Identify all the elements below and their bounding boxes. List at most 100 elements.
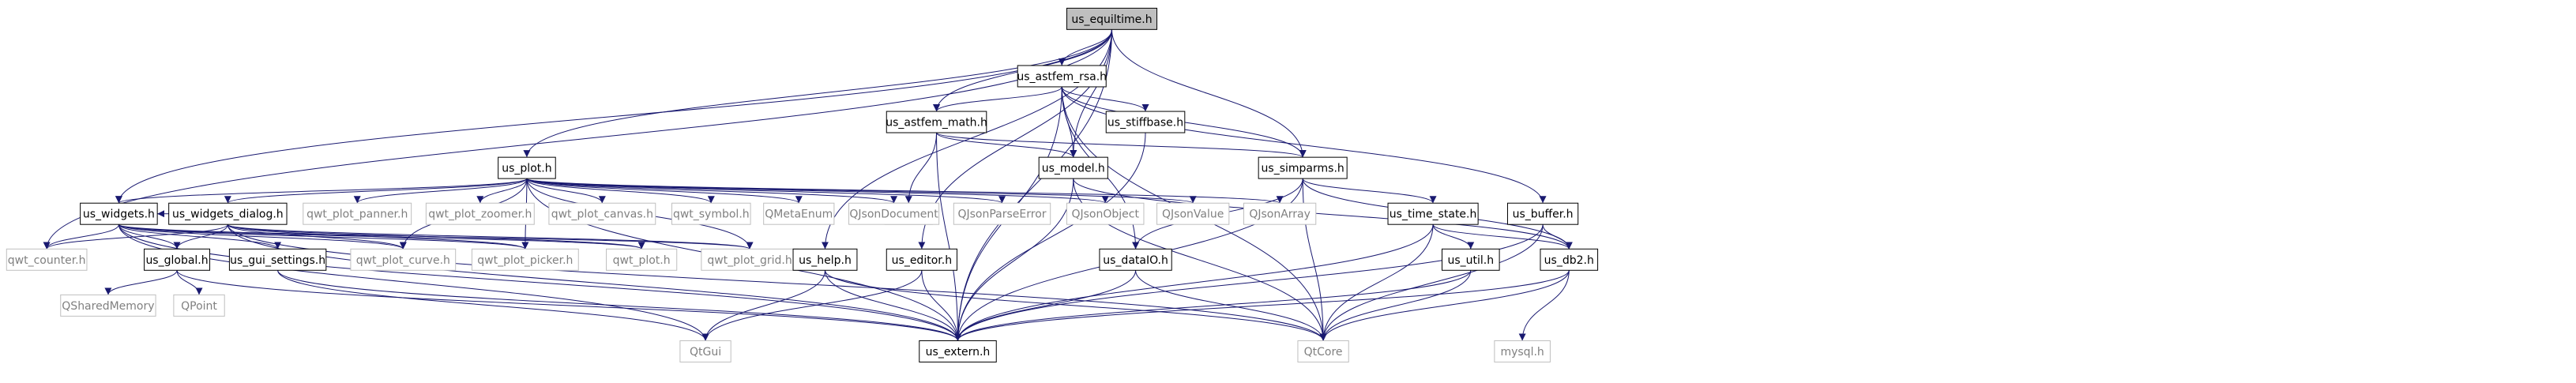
edge-us_buffer-to-QtCore <box>1319 224 1544 341</box>
edge-us_global-to-QSharedMemory <box>104 270 178 295</box>
node-us_buffer[interactable]: us_buffer.h <box>1506 202 1579 225</box>
node-box <box>1099 248 1172 271</box>
node-box <box>6 248 88 271</box>
node-us_time_state[interactable]: us_time_state.h <box>1387 202 1479 225</box>
edge-us_astfem_rsa-to-us_buffer <box>1061 86 1547 204</box>
edge-us_editor-to-us_extern <box>921 270 961 341</box>
node-label: us_editor.h <box>892 254 952 267</box>
node-us_widgets[interactable]: us_widgets.h <box>80 202 158 225</box>
node-box <box>953 202 1051 225</box>
node-box <box>425 202 535 225</box>
node-qwt_plot_curve: qwt_plot_curve.h <box>350 248 457 271</box>
node-us_extern[interactable]: us_extern.h <box>919 340 997 362</box>
node-us_astfem_rsa[interactable]: us_astfem_rsa.h <box>1017 65 1107 88</box>
node-box <box>886 111 987 133</box>
edge-us_widgets-to-qwt_counter <box>43 224 119 250</box>
node-qwt_plot_picker: qwt_plot_picker.h <box>471 248 579 271</box>
node-label: us_extern.h <box>926 346 991 359</box>
node-box <box>1066 7 1158 30</box>
node-us_dataIO[interactable]: us_dataIO.h <box>1099 248 1172 271</box>
node-label: qwt_plot_zoomer.h <box>428 208 532 221</box>
node-label: us_astfem_rsa.h <box>1017 70 1107 83</box>
edge-us_widgets-to-qwt_plot_curve <box>118 223 407 250</box>
node-label: QJsonArray <box>1249 208 1311 221</box>
edge-us_astfem_math-to-us_extern <box>936 133 961 341</box>
edge-us_widgets-to-us_extern <box>118 224 961 341</box>
edge-us_time_state-to-us_util <box>1432 224 1475 250</box>
node-box <box>1494 340 1551 362</box>
node-us_util[interactable]: us_util.h <box>1441 248 1500 271</box>
node-box <box>1540 248 1599 271</box>
node-box <box>763 202 835 225</box>
node-box <box>144 248 211 271</box>
node-us_db2[interactable]: us_db2.h <box>1540 248 1599 271</box>
node-box <box>919 340 997 362</box>
node-box <box>848 202 940 225</box>
node-us_simparms[interactable]: us_simparms.h <box>1258 156 1348 179</box>
edge-us_help-to-QtGui <box>701 270 825 341</box>
node-label: qwt_plot_picker.h <box>477 254 573 267</box>
node-label: us_stiffbase.h <box>1107 117 1183 130</box>
node-label: QSharedMemory <box>62 300 154 313</box>
node-box <box>1506 202 1579 225</box>
edge-us_equiltime-to-us_plot <box>523 29 1112 158</box>
edge-us_astfem_math-to-us_model <box>936 132 1077 158</box>
node-us_global[interactable]: us_global.h <box>144 248 211 271</box>
edge-us_util-to-us_extern <box>954 270 1472 341</box>
node-us_equiltime[interactable]: us_equiltime.h <box>1066 7 1158 30</box>
node-QMetaEnum: QMetaEnum <box>763 202 835 225</box>
edge-us_plot-to-QJsonArray <box>526 178 1284 204</box>
edge-us_astfem_rsa-to-us_stiffbase <box>1061 86 1149 112</box>
node-QJsonArray: QJsonArray <box>1243 202 1317 225</box>
node-us_gui_settings[interactable]: us_gui_settings.h <box>228 248 327 271</box>
node-us_astfem_math[interactable]: us_astfem_math.h <box>886 111 987 133</box>
edge-us_util-to-QtCore <box>1319 270 1472 341</box>
node-QJsonParseError: QJsonParseError <box>953 202 1051 225</box>
node-us_plot[interactable]: us_plot.h <box>498 156 556 179</box>
node-qwt_plot_grid: qwt_plot_grid.h <box>701 248 799 271</box>
edge-us_help-to-us_extern <box>824 270 961 341</box>
node-label: QJsonParseError <box>957 208 1046 221</box>
edge-us_plot-to-QMetaEnum <box>526 178 803 204</box>
node-label: us_widgets_dialog.h <box>172 208 284 221</box>
edge-us_widgets_dialog-to-us_global <box>173 224 228 250</box>
node-label: qwt_counter.h <box>8 254 86 267</box>
edge-us_db2-to-QtCore <box>1319 270 1570 341</box>
node-box <box>792 248 858 271</box>
edge-us_global-to-us_extern <box>176 270 961 341</box>
node-us_editor[interactable]: us_editor.h <box>886 248 957 271</box>
node-us_widgets_dialog[interactable]: us_widgets_dialog.h <box>168 202 288 225</box>
edge-us_plot-to-us_widgets <box>115 178 528 204</box>
edge-us_simparms-to-us_time_state <box>1302 178 1437 204</box>
edge-us_gui_settings-to-QtGui <box>277 270 709 341</box>
edges-layer <box>43 29 1573 341</box>
node-label: qwt_plot_grid.h <box>707 254 792 267</box>
node-box <box>1441 248 1500 271</box>
node-qwt_plot: qwt_plot.h <box>606 248 678 271</box>
edge-us_time_state-to-QtCore <box>1319 224 1434 341</box>
edge-us_plot-to-QJsonParseError <box>526 178 1006 204</box>
edge-us_widgets_dialog-to-us_extern <box>227 224 961 341</box>
node-label: qwt_plot_panner.h <box>306 208 408 221</box>
node-label: QMetaEnum <box>765 208 833 221</box>
node-us_stiffbase[interactable]: us_stiffbase.h <box>1105 111 1186 133</box>
node-us_model[interactable]: us_model.h <box>1038 156 1108 179</box>
node-label: mysql.h <box>1500 346 1544 359</box>
node-label: qwt_plot.h <box>613 254 671 267</box>
node-us_help[interactable]: us_help.h <box>792 248 858 271</box>
edge-us_dataIO-to-us_extern <box>954 270 1137 341</box>
edge-us_stiffbase-to-us_extern <box>954 133 1146 341</box>
node-label: QtGui <box>690 346 721 359</box>
edge-us_model-to-us_db2 <box>1073 178 1573 250</box>
node-label: us_dataIO.h <box>1103 254 1168 267</box>
edge-us_widgets_dialog-to-qwt_plot_curve <box>227 223 407 250</box>
node-label: us_help.h <box>799 254 852 267</box>
edge-us_gui_settings-to-us_extern <box>277 270 961 341</box>
node-box <box>1258 156 1348 179</box>
node-label: QPoint <box>181 300 217 313</box>
node-box <box>886 248 957 271</box>
node-label: us_buffer.h <box>1513 208 1574 221</box>
node-label: us_simparms.h <box>1262 163 1344 175</box>
edge-us_plot-to-qwt_plot_canvas <box>526 178 606 204</box>
node-box <box>1017 65 1107 88</box>
